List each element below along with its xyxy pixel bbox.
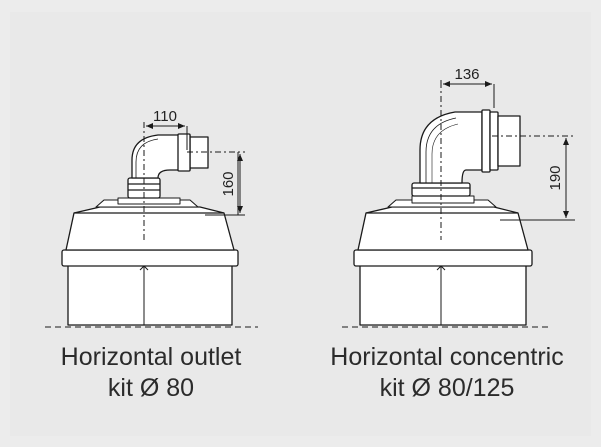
right-caption-line2: kit Ø 80/125: [379, 374, 515, 402]
left-caption-line2: kit Ø 80: [107, 374, 195, 402]
right-dimensions: [440, 80, 575, 240]
left-boiler-body: [67, 250, 233, 326]
left-dim-vertical-label: 160: [220, 171, 237, 196]
right-caption: Horizontal concentric kit Ø 80/125: [316, 342, 578, 404]
right-dim-vertical-label: 190: [547, 165, 564, 190]
right-caption-line1: Horizontal concentric: [330, 343, 564, 371]
right-boiler: [353, 109, 533, 326]
left-boiler-band: [61, 249, 239, 267]
right-dim-horizontal-label: 136: [454, 66, 479, 83]
right-boiler-band: [353, 249, 533, 267]
left-boiler: [61, 133, 239, 326]
left-dimensions: [143, 122, 245, 240]
left-caption-line1: Horizontal outlet: [60, 343, 242, 371]
right-boiler-body: [359, 250, 527, 326]
left-caption: Horizontal outlet kit Ø 80: [46, 342, 256, 404]
left-dim-horizontal-label: 110: [153, 108, 177, 125]
right-flue-pipe: [497, 115, 521, 167]
right-flue-elbow: [419, 111, 483, 184]
